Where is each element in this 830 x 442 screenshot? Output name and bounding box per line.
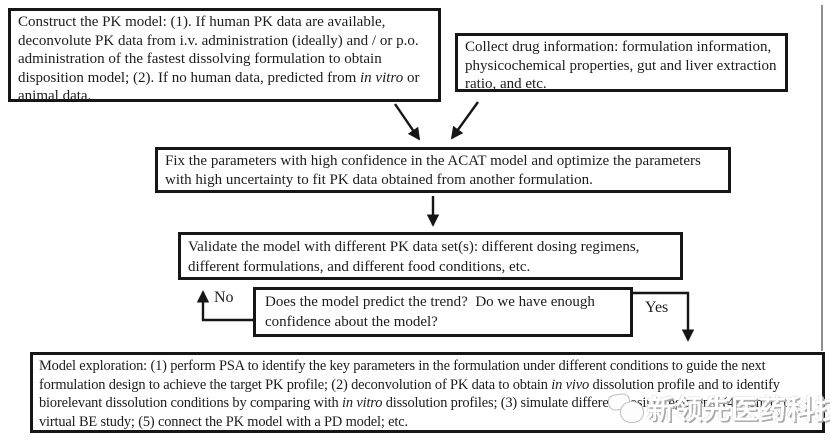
construct-pk-model-box: Construct the PK model: (1). If human PK… [8,8,441,104]
collect-drug-info-text: Collect drug information: formulation in… [465,39,777,93]
construct-text-part: Construct the PK model: (1). If human PK… [18,14,419,86]
decision-box: Does the model predict the trend? Do we … [253,287,633,337]
model-exploration-box: Model exploration: (1) perform PSA to id… [30,352,825,433]
decision-text: Does the model predict the trend? Do we … [265,294,599,330]
arrow-construct-to-fix [394,103,421,141]
arrow-yes-path [633,291,695,342]
validate-model-text: Validate the model with different PK dat… [188,239,640,275]
construct-text-italic-in-vitro: in vitro [360,69,404,86]
validate-model-box: Validate the model with different PK dat… [178,232,683,280]
fix-parameters-text: Fix the parameters with high confidence … [165,153,701,188]
page-edge-line [821,5,823,351]
yes-label: Yes [645,299,669,316]
collect-drug-info-box: Collect drug information: formulation in… [455,33,788,92]
explore-text-part: Model exploration: (1) perform PSA to id… [39,358,766,393]
fix-parameters-box: Fix the parameters with high confidence … [155,147,731,193]
construct-pk-model-text: Construct the PK model: (1). If human PK… [11,11,438,108]
explore-text-part: dissolution profiles; (3) simulate diffe… [39,395,787,430]
no-label: No [214,289,234,306]
explore-text-italic-in-vivo: in vivo [551,376,589,393]
construct-text-part: or animal data. [18,69,420,105]
explore-text-italic-in-vitro: in vitro [342,395,383,411]
arrow-collect-to-fix [450,101,479,140]
explore-text-part: dissolution profile and to identify bior… [39,376,780,412]
model-exploration-text: Model exploration: (1) perform PSA to id… [33,355,822,433]
arrow-no-loop [196,290,253,322]
